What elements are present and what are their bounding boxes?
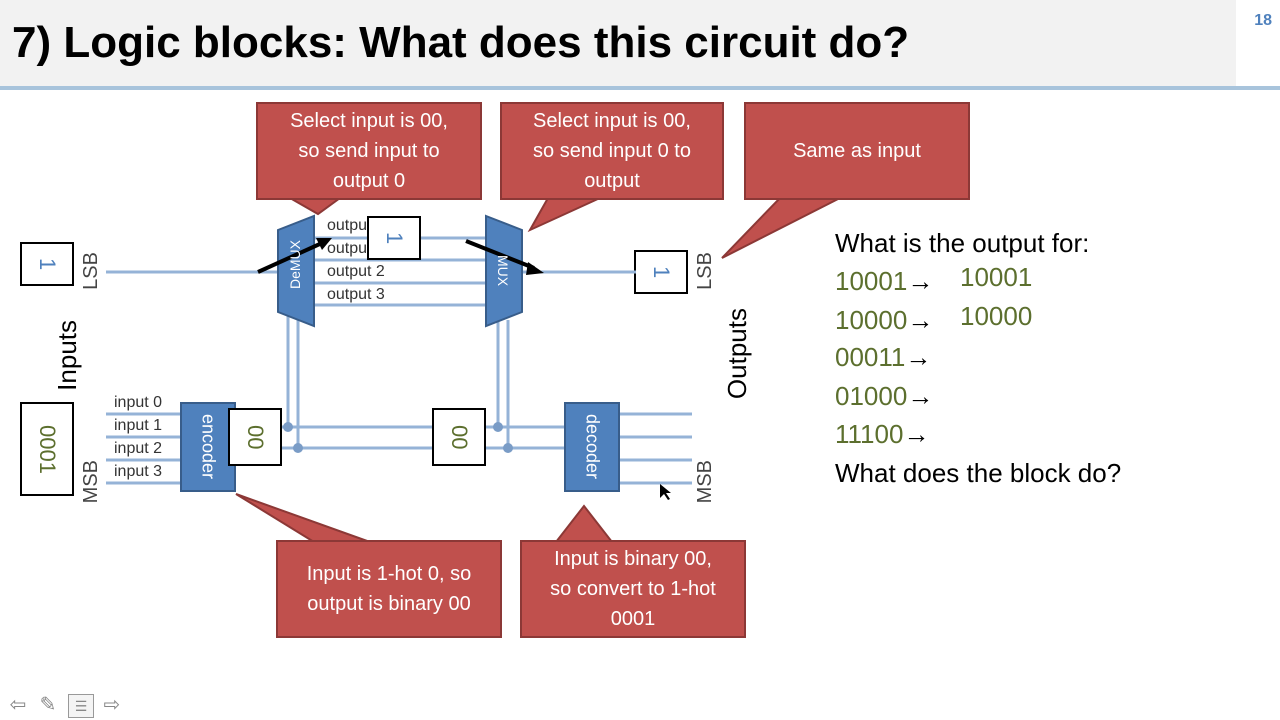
input-msb-value: 0001 bbox=[35, 424, 60, 474]
question-row-2: 10000→ bbox=[835, 305, 933, 336]
mux-select-callout: Select input is 00, so send input 0 to o… bbox=[500, 102, 724, 200]
page-number: 18 bbox=[1254, 12, 1272, 29]
question-input: 11100 bbox=[835, 419, 904, 449]
decoder-input-value: 00 bbox=[447, 424, 472, 450]
same-as-input-callout: Same as input bbox=[744, 102, 970, 200]
decoder-label: decoder bbox=[582, 414, 603, 480]
encoder-output-box: 00 bbox=[228, 408, 282, 466]
question-input: 10000 bbox=[835, 305, 908, 335]
question-input: 00011 bbox=[835, 342, 906, 372]
encoder-input-3-label: input 3 bbox=[114, 463, 163, 480]
question-row-3: 00011→ bbox=[835, 342, 931, 373]
pen-icon[interactable]: ✎ bbox=[39, 694, 57, 716]
menu-icon[interactable]: ☰ bbox=[68, 694, 94, 718]
mux-label: MUX bbox=[495, 255, 511, 287]
arrow-icon: → bbox=[907, 266, 934, 296]
arrow-icon: → bbox=[903, 419, 930, 449]
forward-arrow-icon[interactable]: ⇨ bbox=[103, 694, 121, 716]
question-row-4: 01000→ bbox=[835, 381, 933, 412]
demux-output-value: 1 bbox=[382, 231, 407, 245]
demux-output-value-box: 1 bbox=[367, 216, 421, 260]
question-heading: What is the output for: bbox=[835, 228, 1090, 258]
title-divider bbox=[0, 86, 1280, 90]
input-msb-box: 0001 bbox=[20, 402, 74, 496]
question-input: 01000 bbox=[835, 381, 908, 411]
demux-output-3-label: output 3 bbox=[327, 286, 385, 303]
output-lsb-box: 1 bbox=[634, 250, 688, 294]
encoder-input-1-label: input 1 bbox=[114, 417, 163, 434]
question-row-5: 11100→ bbox=[835, 419, 929, 450]
back-arrow-icon[interactable]: ⇦ bbox=[9, 694, 27, 716]
input-lsb-box: 1 bbox=[20, 242, 74, 286]
demux-select-callout: Select input is 00, so send input to out… bbox=[256, 102, 482, 200]
decoder-note-callout: Input is binary 00, so convert to 1-hot … bbox=[520, 540, 746, 638]
encoder-note-callout: Input is 1-hot 0, so output is binary 00 bbox=[276, 540, 502, 638]
demux-output-2-label: output 2 bbox=[327, 263, 385, 280]
title-bar bbox=[0, 0, 1236, 86]
decoder-block: decoder bbox=[564, 402, 620, 492]
encoder-input-0-label: input 0 bbox=[114, 394, 163, 411]
answer-2: 10000 bbox=[960, 301, 1033, 331]
encoder-output-value: 00 bbox=[243, 424, 268, 450]
question-row-1: 10001→ bbox=[835, 266, 933, 297]
slide-title: 7) Logic blocks: What does this circuit … bbox=[12, 18, 910, 67]
encoder-label: encoder bbox=[198, 414, 219, 480]
encoder-block: encoder bbox=[180, 402, 236, 492]
decoder-input-box: 00 bbox=[432, 408, 486, 466]
answer-1: 10001 bbox=[960, 262, 1033, 292]
input-lsb-value: 1 bbox=[35, 257, 60, 271]
encoder-input-2-label: input 2 bbox=[114, 440, 163, 457]
output-lsb-value: 1 bbox=[649, 265, 674, 279]
final-question: What does the block do? bbox=[835, 458, 1122, 488]
arrow-icon: → bbox=[907, 381, 934, 411]
arrow-icon: → bbox=[905, 342, 932, 372]
arrow-icon: → bbox=[907, 305, 934, 335]
question-input: 10001 bbox=[835, 266, 908, 296]
